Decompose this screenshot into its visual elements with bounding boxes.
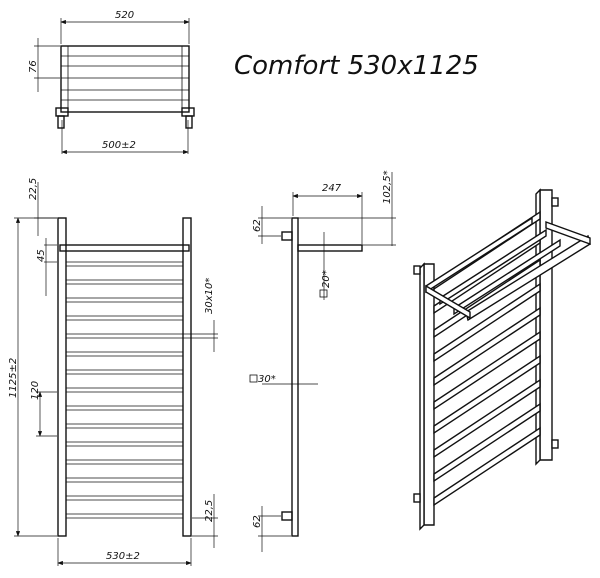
dim-side-bar-section: 20* [321,270,332,288]
dim-front-height: 1125±2 [8,358,19,398]
dim-side-upper-mount: 62 [252,219,263,232]
isometric-view [413,188,591,531]
side-view: 247 102,5* 62 20* 30* 62 [249,170,396,552]
dim-front-width: 530±2 [106,551,140,562]
front-bars [66,261,183,519]
dim-side-post-section: 30* [258,374,276,385]
dim-side-lower-mount: 62 [252,515,263,528]
dim-side-depth: 247 [322,183,342,194]
dim-top-width: 520 [115,10,134,21]
isometric-shelf [425,216,591,322]
dim-side-top: 102,5* [382,170,393,204]
dim-front-top-offset: 22,5 [28,178,39,200]
dim-top-mount: 500±2 [102,140,136,151]
dim-front-pitch: 30x10* [204,278,215,314]
drawing-title: Comfort 530x1125 [234,51,479,81]
front-view: 22,5 45 30x10* 1125±2 120 22,5 530±2 [8,178,218,566]
dim-front-spacing: 120 [30,381,41,400]
top-view: 520 76 500±2 [28,10,195,155]
dim-front-gap: 45 [36,249,47,262]
dim-front-bottom-offset: 22,5 [204,500,215,522]
dim-top-depth: 76 [28,60,39,73]
isometric-bars [433,210,541,507]
